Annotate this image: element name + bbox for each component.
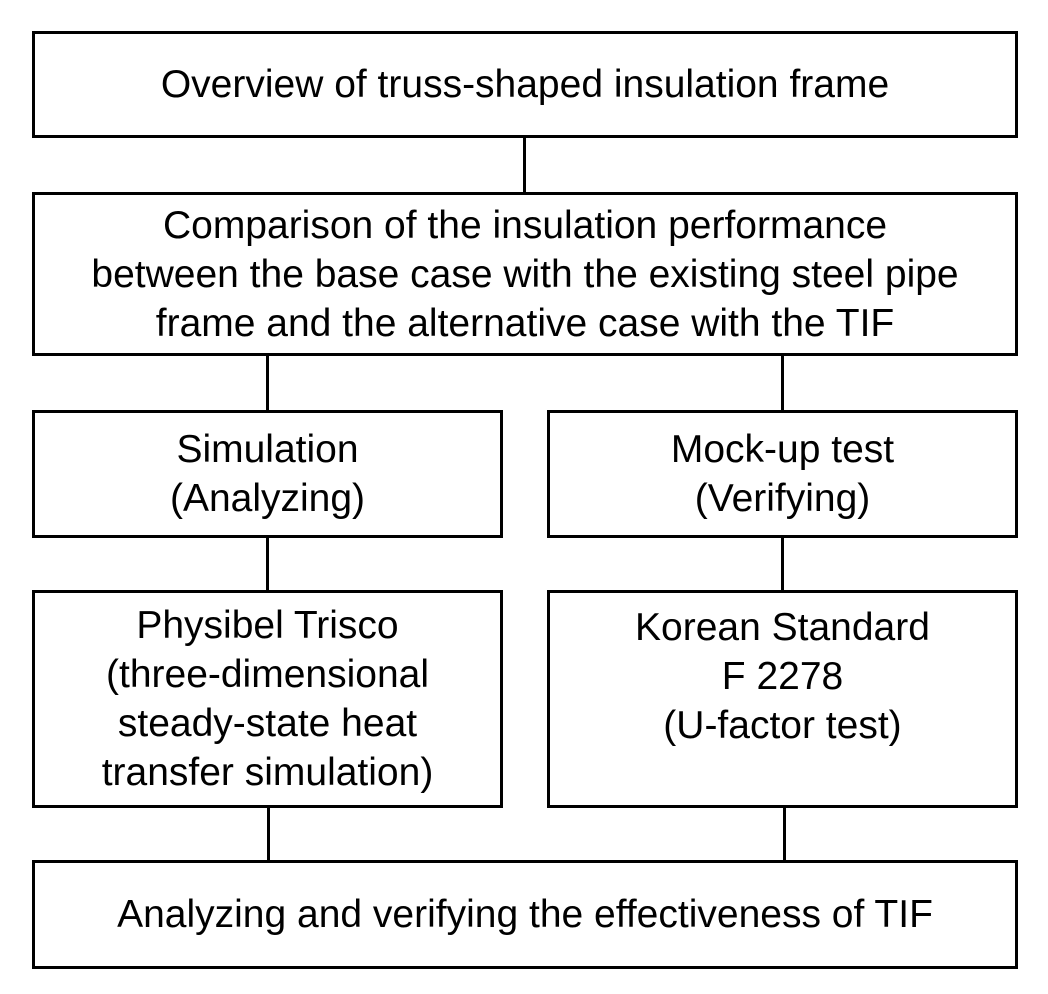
node-physibel: Physibel Trisco (three-dimensional stead… — [32, 590, 503, 808]
node-mockup-line-1: Mock-up test — [670, 428, 895, 471]
edge-simulation-physibel — [266, 536, 269, 592]
node-simulation-line-1: Simulation — [176, 428, 359, 471]
node-comparison-line-2: between the base case with the existing … — [91, 252, 959, 296]
node-korean-standard-line-1: Korean Standard — [635, 606, 930, 649]
edge-physibel-result — [267, 806, 270, 862]
node-mockup: Mock-up test (Verifying) — [547, 410, 1018, 538]
node-mockup-label: Mock-up test (Verifying) — [671, 425, 894, 523]
node-overview: Overview of truss-shaped insulation fram… — [32, 31, 1018, 138]
node-comparison-line-3: frame and the alternative case with the … — [155, 301, 895, 345]
node-korean-standard-line-3: (U-factor test) — [663, 704, 902, 747]
node-korean-standard: Korean Standard F 2278 (U-factor test) — [547, 590, 1018, 808]
node-simulation: Simulation (Analyzing) — [32, 410, 503, 538]
node-result-line-1: Analyzing and verifying the effectivenes… — [117, 893, 933, 936]
node-physibel-line-4: transfer simulation) — [101, 751, 434, 794]
node-comparison: Comparison of the insulation performance… — [32, 192, 1018, 356]
node-simulation-label: Simulation (Analyzing) — [170, 425, 365, 523]
node-mockup-line-2: (Verifying) — [694, 477, 871, 520]
node-simulation-line-2: (Analyzing) — [169, 477, 366, 520]
edge-comparison-simulation — [266, 354, 269, 412]
node-physibel-line-3: steady-state heat — [117, 702, 418, 745]
node-comparison-line-1: Comparison of the insulation performance — [162, 203, 888, 247]
edge-overview-comparison — [523, 136, 526, 194]
node-result: Analyzing and verifying the effectivenes… — [32, 860, 1018, 969]
edge-korean-standard-result — [783, 806, 786, 862]
node-overview-line-1: Overview of truss-shaped insulation fram… — [160, 63, 890, 106]
node-korean-standard-line-2: F 2278 — [721, 655, 844, 698]
node-physibel-line-1: Physibel Trisco — [136, 604, 399, 647]
edge-mockup-korean-standard — [781, 536, 784, 592]
node-result-label: Analyzing and verifying the effectivenes… — [117, 890, 933, 939]
node-overview-label: Overview of truss-shaped insulation fram… — [161, 60, 889, 109]
node-physibel-label: Physibel Trisco (three-dimensional stead… — [102, 601, 434, 797]
node-korean-standard-label: Korean Standard F 2278 (U-factor test) — [635, 603, 930, 750]
node-comparison-label: Comparison of the insulation performance… — [91, 201, 958, 348]
edge-comparison-mockup — [781, 354, 784, 412]
node-physibel-line-2: (three-dimensional — [106, 653, 429, 696]
